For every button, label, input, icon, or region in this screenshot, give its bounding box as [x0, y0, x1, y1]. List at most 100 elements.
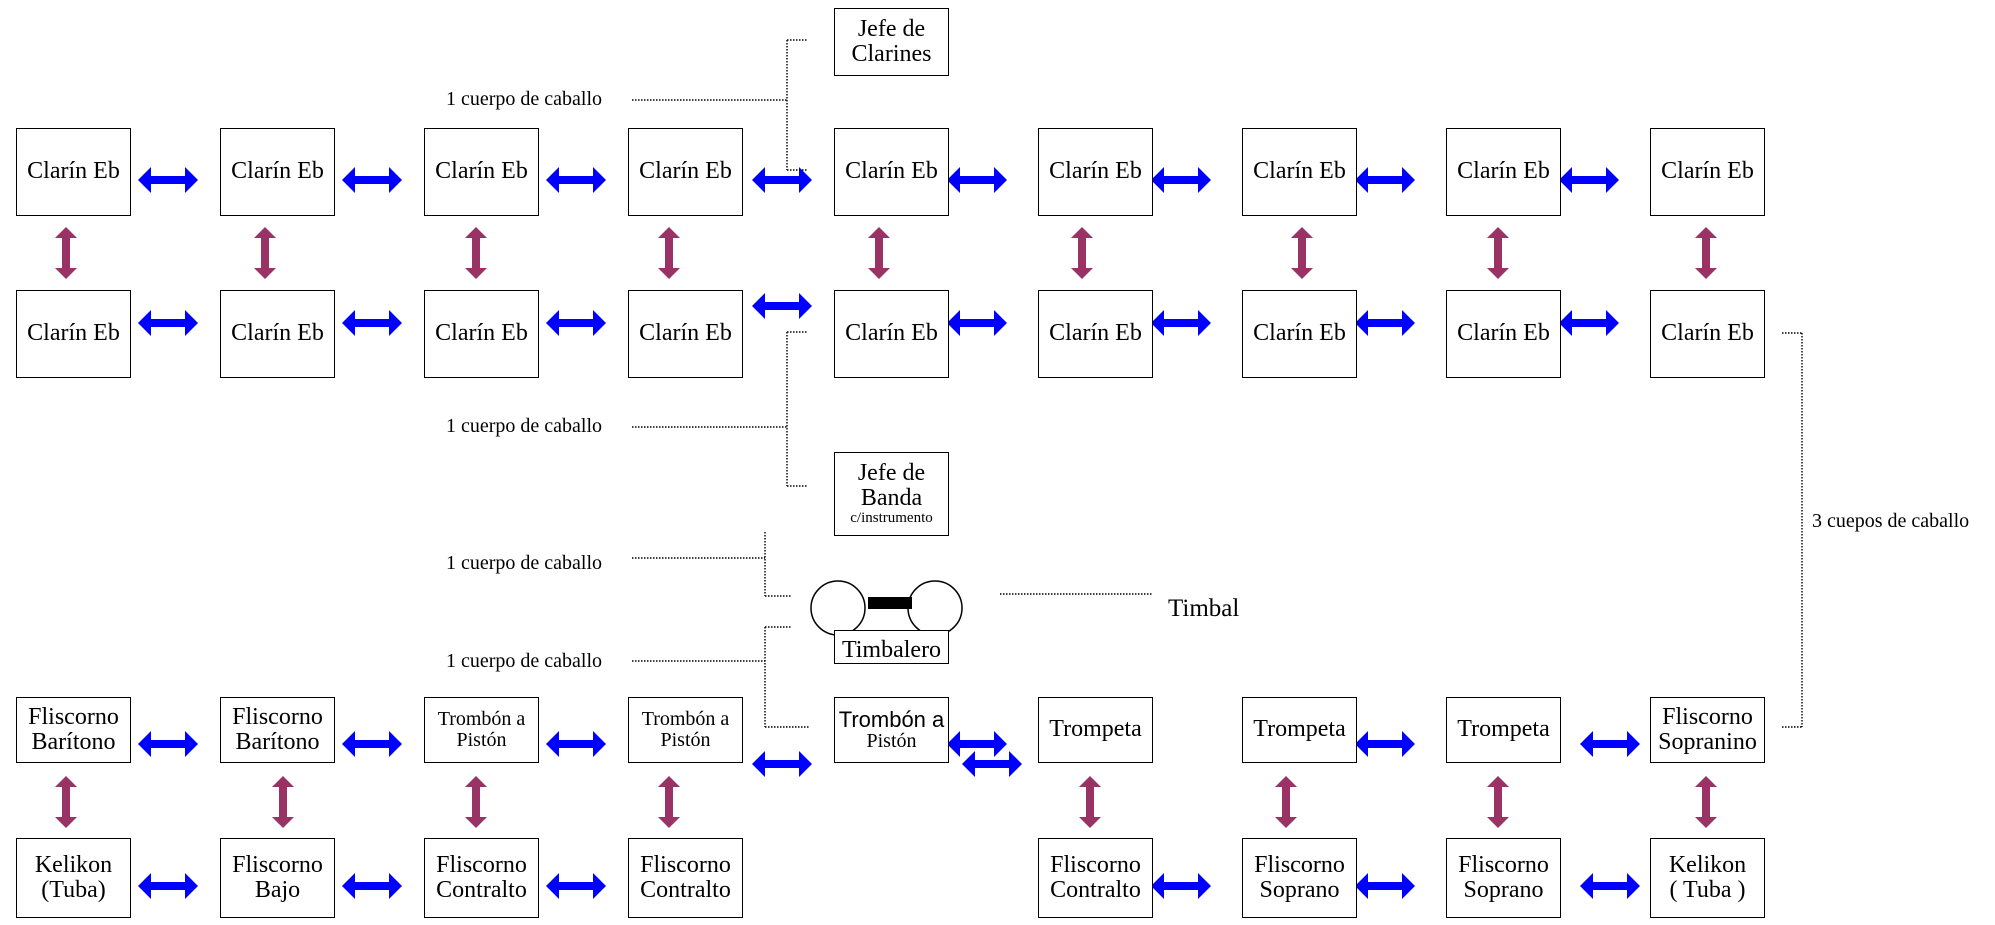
v-arrow-bottom-6	[1275, 776, 1297, 828]
fliscorno-bajo: Fliscorno Bajo	[220, 838, 335, 918]
v-arrow-top-2	[254, 227, 276, 279]
h-arrow-r1-7	[1355, 167, 1415, 193]
clarin-r1-4: Clarín Eb	[628, 128, 743, 216]
fliscorno-contralto-2: Fliscorno Contralto	[628, 838, 743, 918]
v-arrow-bottom-1	[55, 776, 77, 828]
r4-7-line-2: Soprano	[1463, 877, 1544, 903]
label-timbal: Timbal	[1168, 595, 1240, 622]
v-arrow-bottom-5	[1079, 776, 1101, 828]
jefe-clarines-line-2: Clarines	[851, 41, 932, 67]
h-arrow-r2-3	[546, 310, 606, 336]
r4-3-line-2: Contralto	[436, 877, 527, 903]
trompeta-3: Trompeta	[1446, 697, 1561, 763]
trompeta-1: Trompeta	[1038, 697, 1153, 763]
h-arrow-r4-3	[546, 873, 606, 899]
h-arrow-r3-4	[947, 731, 1007, 757]
clarin-r1-7: Clarín Eb	[1242, 128, 1357, 216]
label-1-cuerpo-caballo-a: 1 cuerpo de caballo	[446, 88, 603, 110]
fliscorno-sopranino: Fliscorno Sopranino	[1650, 697, 1765, 763]
r4-5-line-2: Contralto	[1050, 877, 1141, 903]
r3-1-line-1: Fliscorno	[28, 703, 119, 730]
v-arrow-top-9	[1695, 227, 1717, 279]
clarin-r1-5: Clarín Eb	[834, 128, 949, 216]
h-arrow-r2-6	[1355, 310, 1415, 336]
fliscorno-soprano-1: Fliscorno Soprano	[1242, 838, 1357, 918]
h-arrow-r4-2	[342, 873, 402, 899]
r3-4-line-2: Pistón	[660, 729, 711, 751]
v-arrow-bottom-8	[1695, 776, 1717, 828]
clarin-r2-2: Clarín Eb	[220, 290, 335, 378]
clarin-r2-1: Clarín Eb	[16, 290, 131, 378]
r3-3-line-1: Trombón a	[437, 708, 526, 730]
h-arrow-r3-5	[1355, 731, 1415, 757]
v-arrow-top-6	[1071, 227, 1093, 279]
r4-3-line-1: Fliscorno	[436, 851, 527, 878]
v-arrow-top-3	[465, 227, 487, 279]
h-arrow-r2-4	[947, 310, 1007, 336]
v-arrow-top-5	[868, 227, 890, 279]
h-arrow-r2-2	[342, 310, 402, 336]
trombon-piston-2: Trombón a Pistón	[628, 697, 743, 763]
h-arrow-r2-1	[138, 310, 198, 336]
r3-9-line-2: Sopranino	[1658, 729, 1757, 755]
h-arrow-r3-2	[342, 731, 402, 757]
clarin-r2-4: Clarín Eb	[628, 290, 743, 378]
r3-2-line-2: Barítono	[235, 729, 320, 755]
label-3-cuepos-caballo: 3 cuepos de caballo	[1812, 510, 1970, 532]
trompeta-2: Trompeta	[1242, 697, 1357, 763]
fliscorno-contralto-3: Fliscorno Contralto	[1038, 838, 1153, 918]
r4-1-line-1: Kelikon	[34, 851, 113, 878]
h-arrow-r2-7	[1559, 310, 1619, 336]
jefe-banda-box: Jefe de Banda c/instrumento	[834, 452, 949, 536]
clarin-r1-2: Clarín Eb	[220, 128, 335, 216]
v-arrow-bottom-4	[658, 776, 680, 828]
r3-8-line-1: Trompeta	[1457, 716, 1550, 743]
h-arrow-r4-5	[1355, 873, 1415, 899]
h-arrow-r1-1	[138, 167, 198, 193]
h-arrow-r2-5	[1151, 310, 1211, 336]
h-arrow-r3-6	[1580, 731, 1640, 757]
r3-9-line-1: Fliscorno	[1662, 703, 1753, 730]
fliscorno-contralto-1: Fliscorno Contralto	[424, 838, 539, 918]
clarin-r2-8: Clarín Eb	[1446, 290, 1561, 378]
h-arrow-r1-8	[1559, 167, 1619, 193]
trombon-piston-3: Trombón a Pistón	[834, 697, 949, 763]
r4-2-line-1: Fliscorno	[232, 851, 323, 878]
h-arrow-r1-3	[546, 167, 606, 193]
clarin-r1-9: Clarín Eb	[1650, 128, 1765, 216]
timpani-right-icon	[907, 580, 963, 636]
clarin-r2-9: Clarín Eb	[1650, 290, 1765, 378]
jefe-banda-line-3: c/instrumento	[850, 510, 933, 527]
v-arrow-bottom-3	[465, 776, 487, 828]
r4-8-line-1: Kelikon	[1668, 851, 1747, 878]
fliscorno-baritono-1: Fliscorno Barítono	[16, 697, 131, 763]
r3-2-line-1: Fliscorno	[232, 703, 323, 730]
clarin-r1-3: Clarín Eb	[424, 128, 539, 216]
r4-4-line-1: Fliscorno	[640, 851, 731, 878]
r3-1-line-2: Barítono	[31, 729, 116, 755]
r3-5-line-1: Trombón a	[838, 706, 945, 732]
h-arrow-r2-center	[752, 293, 812, 319]
fliscorno-baritono-2: Fliscorno Barítono	[220, 697, 335, 763]
r4-2-line-2: Bajo	[254, 877, 301, 903]
h-arrow-r1-4	[752, 167, 812, 193]
r4-4-line-2: Contralto	[640, 877, 731, 903]
r4-7-line-1: Fliscorno	[1458, 851, 1549, 878]
label-1-cuerpo-caballo-c: 1 cuerpo de caballo	[446, 552, 603, 574]
v-arrow-top-7	[1291, 227, 1313, 279]
h-arrow-r4-6	[1580, 873, 1640, 899]
label-1-cuerpo-caballo-b: 1 cuerpo de caballo	[446, 415, 603, 437]
r3-3-line-2: Pistón	[456, 729, 507, 751]
h-arrow-r3-mid2	[962, 751, 1022, 777]
h-arrow-r1-6	[1151, 167, 1211, 193]
jefe-clarines-box: Jefe de Clarines	[834, 8, 949, 76]
jefe-clarines-line-1: Jefe de	[857, 15, 926, 42]
h-arrow-r3-3	[546, 731, 606, 757]
v-arrow-bottom-7	[1487, 776, 1509, 828]
h-arrow-r3-mid	[752, 751, 812, 777]
v-arrow-top-1	[55, 227, 77, 279]
timpani-bar-icon	[868, 597, 912, 609]
v-arrow-top-4	[658, 227, 680, 279]
